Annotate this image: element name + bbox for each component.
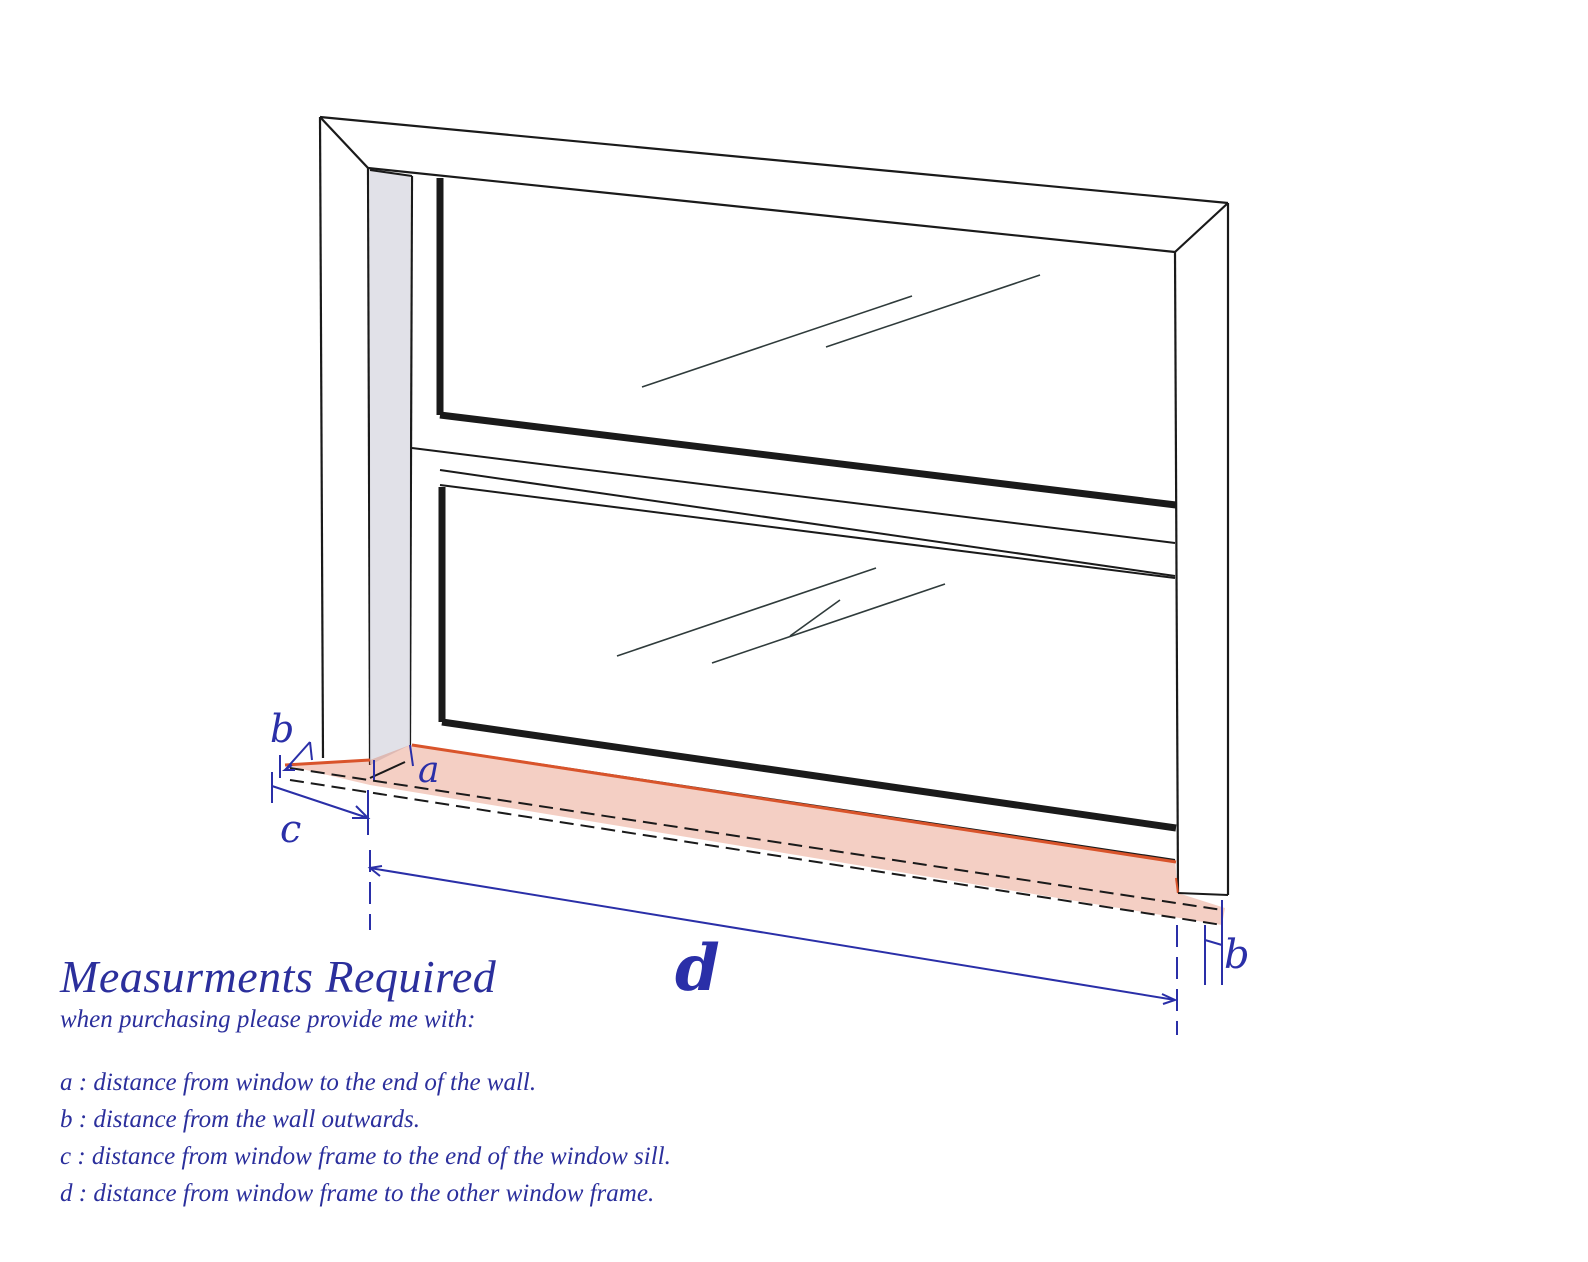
glass-reflections bbox=[616, 274, 1041, 664]
caption-title: Measurments Required bbox=[60, 951, 497, 1002]
caption-subtitle: when purchasing please provide me with: bbox=[60, 1006, 476, 1033]
definition-c: c : distance from window frame to the en… bbox=[60, 1143, 671, 1170]
window-sill bbox=[284, 743, 1229, 926]
label-d: d bbox=[675, 931, 720, 1006]
upper-sash bbox=[411, 178, 1177, 577]
label-a: a bbox=[418, 750, 439, 791]
measurement-definitions: a : distance from window to the end of t… bbox=[60, 1064, 671, 1212]
definition-b: b : distance from the wall outwards. bbox=[60, 1106, 420, 1133]
dimension-lines bbox=[271, 741, 1223, 1035]
label-b-left: b bbox=[270, 707, 294, 751]
reveal-shade bbox=[370, 170, 410, 765]
definition-d: d : distance from window frame to the ot… bbox=[60, 1180, 655, 1207]
label-b-right: b bbox=[1224, 932, 1250, 978]
label-c: c bbox=[280, 807, 301, 851]
window-frame bbox=[318, 115, 1230, 895]
definition-a: a : distance from window to the end of t… bbox=[60, 1069, 537, 1096]
